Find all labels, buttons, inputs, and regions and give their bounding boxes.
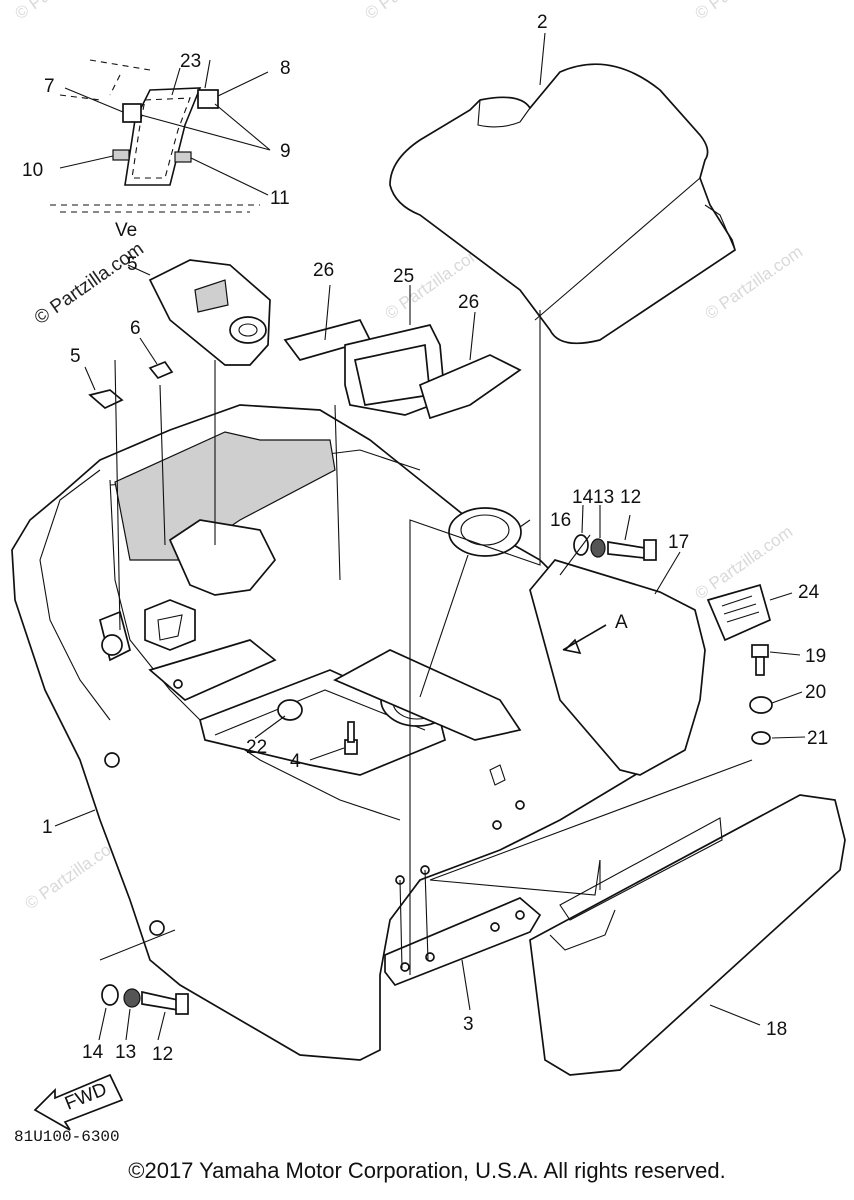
part-24-label — [706, 583, 772, 642]
callout-numbers: 1 2 3 4 5 5 6 7 8 9 10 11 12 12 13 13 14… — [22, 12, 828, 1065]
callout-20: 20 — [805, 682, 826, 703]
callout-14b: 14 — [82, 1042, 104, 1063]
watermark-text: © Partzilla.com — [361, 0, 466, 23]
part-3-plate — [384, 897, 542, 987]
part-3-small-bracket — [148, 259, 271, 366]
fastener-group-upper — [573, 534, 657, 561]
callout-2: 2 — [537, 12, 548, 33]
fwd-arrow-icon: FWD — [33, 1073, 124, 1131]
callout-19: 19 — [805, 646, 826, 667]
part-18-panel — [529, 794, 846, 1076]
part-25-26-pads — [283, 319, 522, 420]
view-label: Ve — [115, 220, 137, 241]
catalog-code: 81U100-6300 — [14, 1128, 120, 1146]
callout-26a: 26 — [313, 260, 334, 281]
inset-view — [50, 59, 271, 213]
callout-5b: 5 — [70, 346, 81, 367]
callout-22: 22 — [246, 737, 267, 758]
part-22-4 — [277, 699, 358, 755]
leader-lines — [54, 32, 806, 1041]
part-17-side-panel — [529, 559, 706, 776]
callout-1: 1 — [42, 817, 53, 838]
callout-5a: 5 — [127, 254, 138, 275]
callout-9: 9 — [280, 141, 291, 162]
part-16-grommet — [448, 507, 522, 557]
callout-25: 25 — [393, 266, 414, 287]
callout-18: 18 — [766, 1019, 787, 1040]
callout-7: 7 — [44, 76, 55, 97]
callout-11: 11 — [270, 188, 290, 209]
callout-13a: 13 — [593, 487, 614, 508]
callout-23: 23 — [180, 51, 201, 72]
callout-4: 4 — [290, 751, 301, 772]
part-11-block — [174, 151, 192, 163]
copyright-notice: ©2017 Yamaha Motor Corporation, U.S.A. A… — [128, 1158, 726, 1183]
part-10-block — [112, 149, 130, 161]
part-7-block — [122, 103, 142, 123]
fastener-group-lower — [101, 984, 189, 1015]
console-top — [114, 431, 336, 561]
part-1-main-body — [11, 404, 661, 1061]
part-5-6-clips — [88, 360, 174, 410]
watermark-text: © Partzilla.com — [31, 238, 148, 329]
fastener-group-right — [749, 644, 773, 745]
part-2-cover — [389, 63, 736, 345]
callout-24: 24 — [798, 582, 820, 603]
callout-16: 16 — [550, 510, 571, 531]
callout-8: 8 — [280, 58, 291, 79]
callout-12a: 12 — [620, 487, 641, 508]
callout-21: 21 — [807, 728, 828, 749]
part-8-block — [197, 89, 219, 109]
watermark-text: © Partzilla.com — [691, 0, 796, 23]
watermark-text: © Partzilla.com — [11, 0, 116, 23]
callout-12b: 12 — [152, 1044, 173, 1065]
arrow-a-label: A — [615, 612, 628, 633]
callout-14a: 14 — [572, 487, 594, 508]
callout-13b: 13 — [115, 1042, 136, 1063]
callout-17: 17 — [668, 532, 689, 553]
callout-3: 3 — [463, 1014, 474, 1035]
callout-26b: 26 — [458, 292, 479, 313]
callout-10: 10 — [22, 160, 43, 181]
callout-6: 6 — [130, 318, 141, 339]
